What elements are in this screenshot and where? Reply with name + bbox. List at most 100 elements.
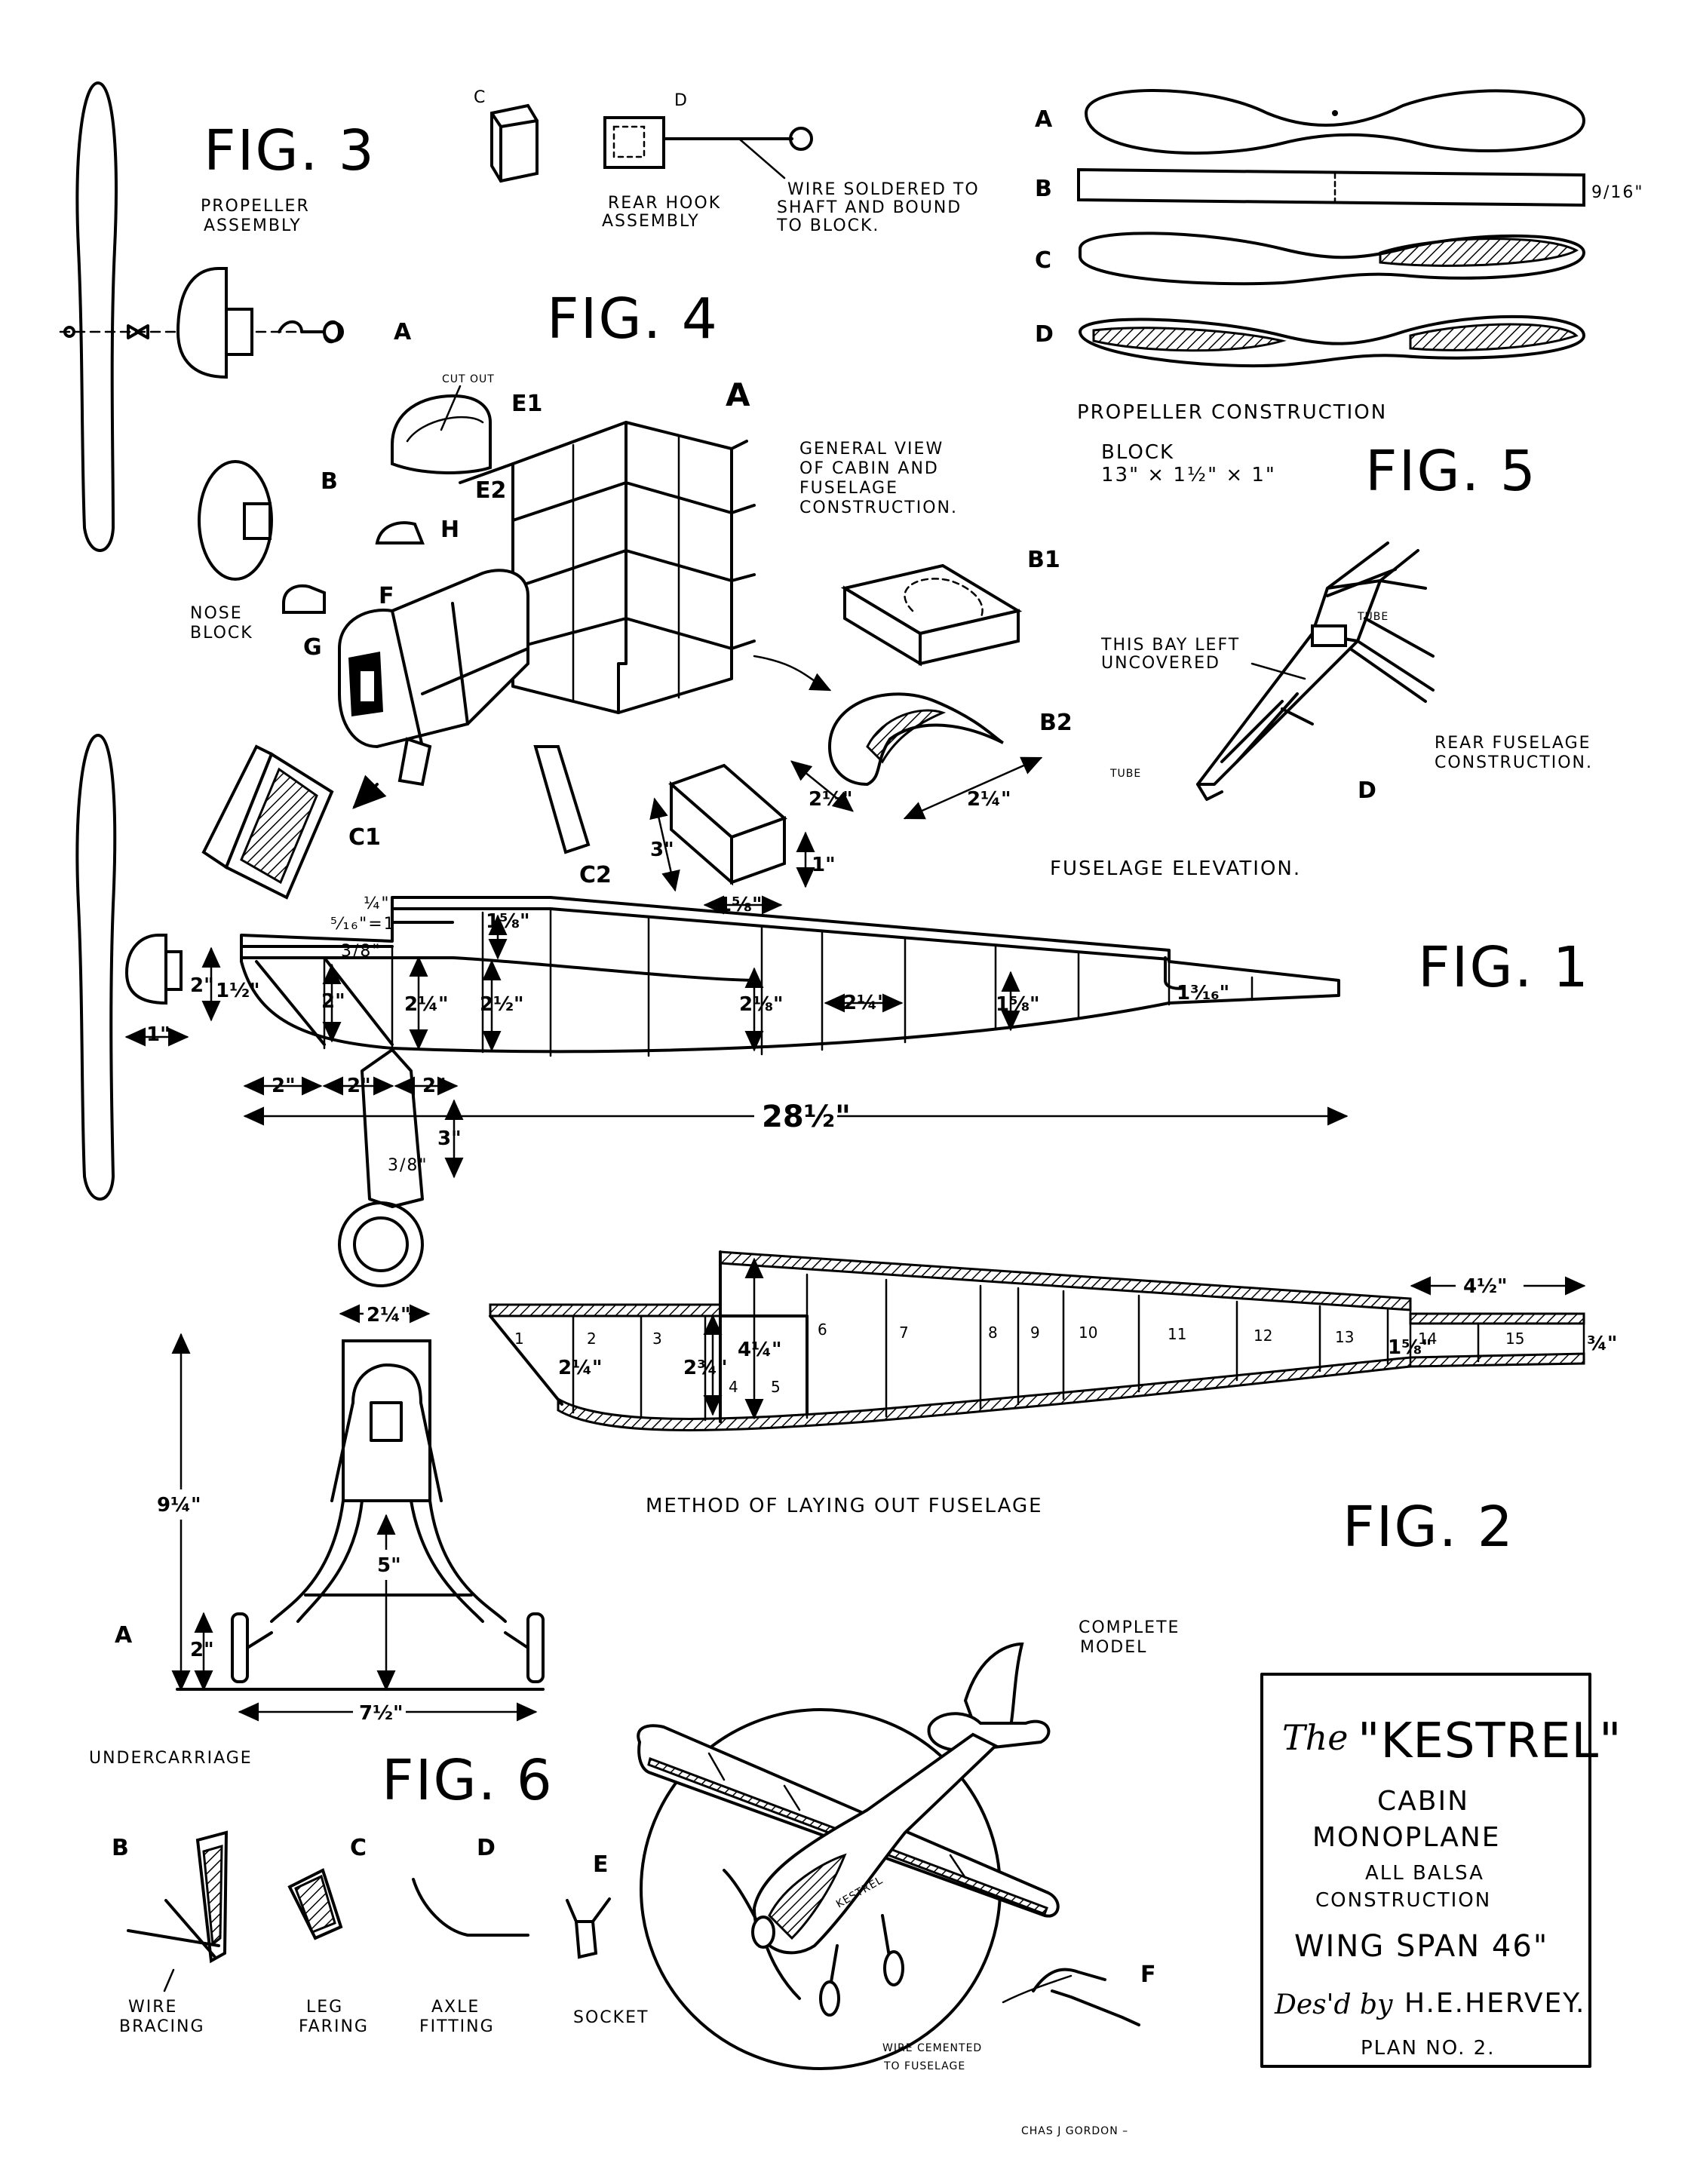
cowl-part-e1 [391,394,492,474]
fig6-part-c-1: LEG [306,1998,343,2017]
fig6-nose-plug [370,1401,403,1442]
title-span: WING SPAN 46" [1294,1929,1548,1964]
part-h [375,521,425,544]
fig2-bay-15: 15 [1505,1330,1524,1348]
forward-fuselage-cowl [338,569,529,749]
fig2-nose-edge [489,1314,563,1406]
fig2-bay-14: 14 [1418,1330,1437,1348]
fig6-dim-h914-bg [155,1489,200,1520]
fig6-dim-h2: 2" [190,1639,214,1661]
rear-bay-1: THIS BAY LEFT [1100,636,1240,655]
title-line2: MONOPLANE [1312,1822,1501,1853]
fig3-title: FIG. 3 [204,118,376,183]
rear-tube-top: TUBE [1357,611,1389,623]
fig1-dim-nose2: 2" [190,974,214,997]
fig6-undercarriage: 2¼" 9¼" 5" 2" 7½" A UNDERCARRIAGE FIG. 6… [89,1299,1156,2072]
fig4-cabin-construction: FIG. 4 A GENERAL VIEW OF CABIN AND FUSEL… [190,287,1073,916]
fig4-general-4: CONSTRUCTION. [799,498,958,517]
part-c2-front [730,816,786,885]
draughtsman-signature: CHAS J GORDON – [1021,2125,1128,2137]
fig2-bay-9: 9 [1030,1324,1040,1342]
fig6-part-b-2: BRACING [119,2017,205,2036]
model-caption-2: MODEL [1080,1638,1147,1657]
rear-fuselage-frame [1196,541,1435,801]
fig1-tail-post [1164,956,1186,990]
fig2-bay-11: 11 [1168,1325,1186,1343]
rear-caption-1: REAR FUSELAGE [1435,734,1591,753]
fig6-caption: UNDERCARRIAGE [89,1749,253,1768]
hook-block-d-hidden [612,125,646,158]
title-line3: ALL BALSA [1365,1862,1484,1885]
propeller-blade-side [75,81,118,552]
part-b2-arch [827,692,1005,787]
fig2-layout: 1 2 3 4 5 6 7 8 9 10 11 12 13 14 15 2¼" … [489,1250,1617,1560]
title-the: The [1282,1717,1349,1758]
fuselage-top-stringers [240,945,756,982]
rear-hook-assembly: C D REAR HOOK ASSEMBLY WIRE SOLDERED TO … [474,88,980,235]
model-wheel-right [883,1950,904,1986]
fig1-dim-tail: 1³⁄₁₆" [1177,982,1229,1005]
fig5-thickness: 9/16" [1591,183,1644,202]
fig6-part-e-1: SOCKET [573,2008,649,2027]
rear-hook-letter-d: D [674,91,689,110]
fig6-title: FIG. 6 [382,1748,554,1813]
fig2-bay-12: 12 [1254,1327,1272,1345]
cowl-frame-lines [391,602,529,748]
dim-total-bg [754,1097,837,1135]
fig5-caption: PROPELLER CONSTRUCTION [1077,401,1387,424]
part-b1-outline [904,578,984,620]
fig1-caption: FUSELAGE ELEVATION. [1050,857,1301,880]
fig1-dim-s158: 1⅝" [996,993,1040,1016]
fig1-dim-nose112: 1½" [216,980,260,1002]
title-designed-by: Des'd by [1274,1989,1393,2020]
fig4-dim-h3: 3" [650,839,674,861]
model-wheel-left [819,1980,840,2017]
rear-hook-caption-2: ASSEMBLY [602,212,700,231]
title-block: The "KESTREL" CABIN MONOPLANE ALL BALSA … [1260,1673,1622,2068]
b2-pointer [753,655,832,692]
fig1-title: FIG. 1 [1418,935,1590,1000]
rear-hook-note-3: TO BLOCK. [776,216,879,235]
socket-arms [566,1897,611,1923]
wire-bracing-shade [202,1844,223,1946]
fig1-dim-s218: 2⅛" [739,993,784,1016]
fig1-dim-s2: 2" [321,990,345,1013]
fig5-block-1: BLOCK [1101,441,1174,464]
prop-plan-a [1085,89,1585,155]
fig2-dim-34: ¾" [1587,1333,1617,1355]
rear-hook-note-1: WIRE SOLDERED TO [787,180,980,199]
wire-f [1032,1968,1140,2026]
fig2-dim-412-bg [1456,1271,1524,1301]
dim-b2-w [790,760,854,812]
fig2-dim-414: 4¼" [738,1339,782,1361]
prop-finished-d-shading [1092,323,1579,352]
fig6-dim-h5: 5" [377,1554,401,1577]
fig6-dim-w712: 7½" [359,1702,404,1725]
fig1-fuselage-elevation: ¼" ⁵⁄₁₆"=1 3/8" 1⅝" 2" 1½" 2" 2¼" 2½" 2⅛… [75,734,1590,1287]
fig4-b: B [321,468,338,495]
fig4-c2: C2 [579,862,612,888]
socket-body [574,1920,598,1959]
fig4-title: FIG. 4 [547,287,719,351]
fig6-part-e: E [593,1851,609,1878]
fig6-dim-w712-bg [353,1697,406,1727]
fig2-cabin-window [719,1314,809,1416]
fig2-bay-8: 8 [988,1324,998,1342]
fig6-legs-outer [270,1499,507,1623]
fig6-part-f: F [1140,1962,1156,1988]
rear-tube-bottom: TUBE [1109,768,1141,780]
fig6-dim-w214: 2¼" [367,1304,411,1327]
fig6-dim-h5-bg [371,1550,401,1580]
fuselage-outline [240,896,1340,1054]
fig2-bay-7: 7 [899,1324,909,1342]
fig1-spinner [124,934,167,1005]
fig4-cut-out: CUT OUT [442,373,495,385]
title-designer: H.E.HERVEY. [1404,1988,1585,2019]
fig3-propeller-assembly: FIG. 3 PROPELLER ASSEMBLY A [59,81,412,552]
part-c1-shade [240,767,318,885]
fig4-general-3: FUSELAGE [799,479,898,498]
fig2-top-stringer-cabin [719,1250,1412,1311]
fig2-bay-5: 5 [771,1378,781,1396]
fig6-letter-a: A [115,1622,133,1649]
fig4-dim-h1: 1" [812,854,836,876]
